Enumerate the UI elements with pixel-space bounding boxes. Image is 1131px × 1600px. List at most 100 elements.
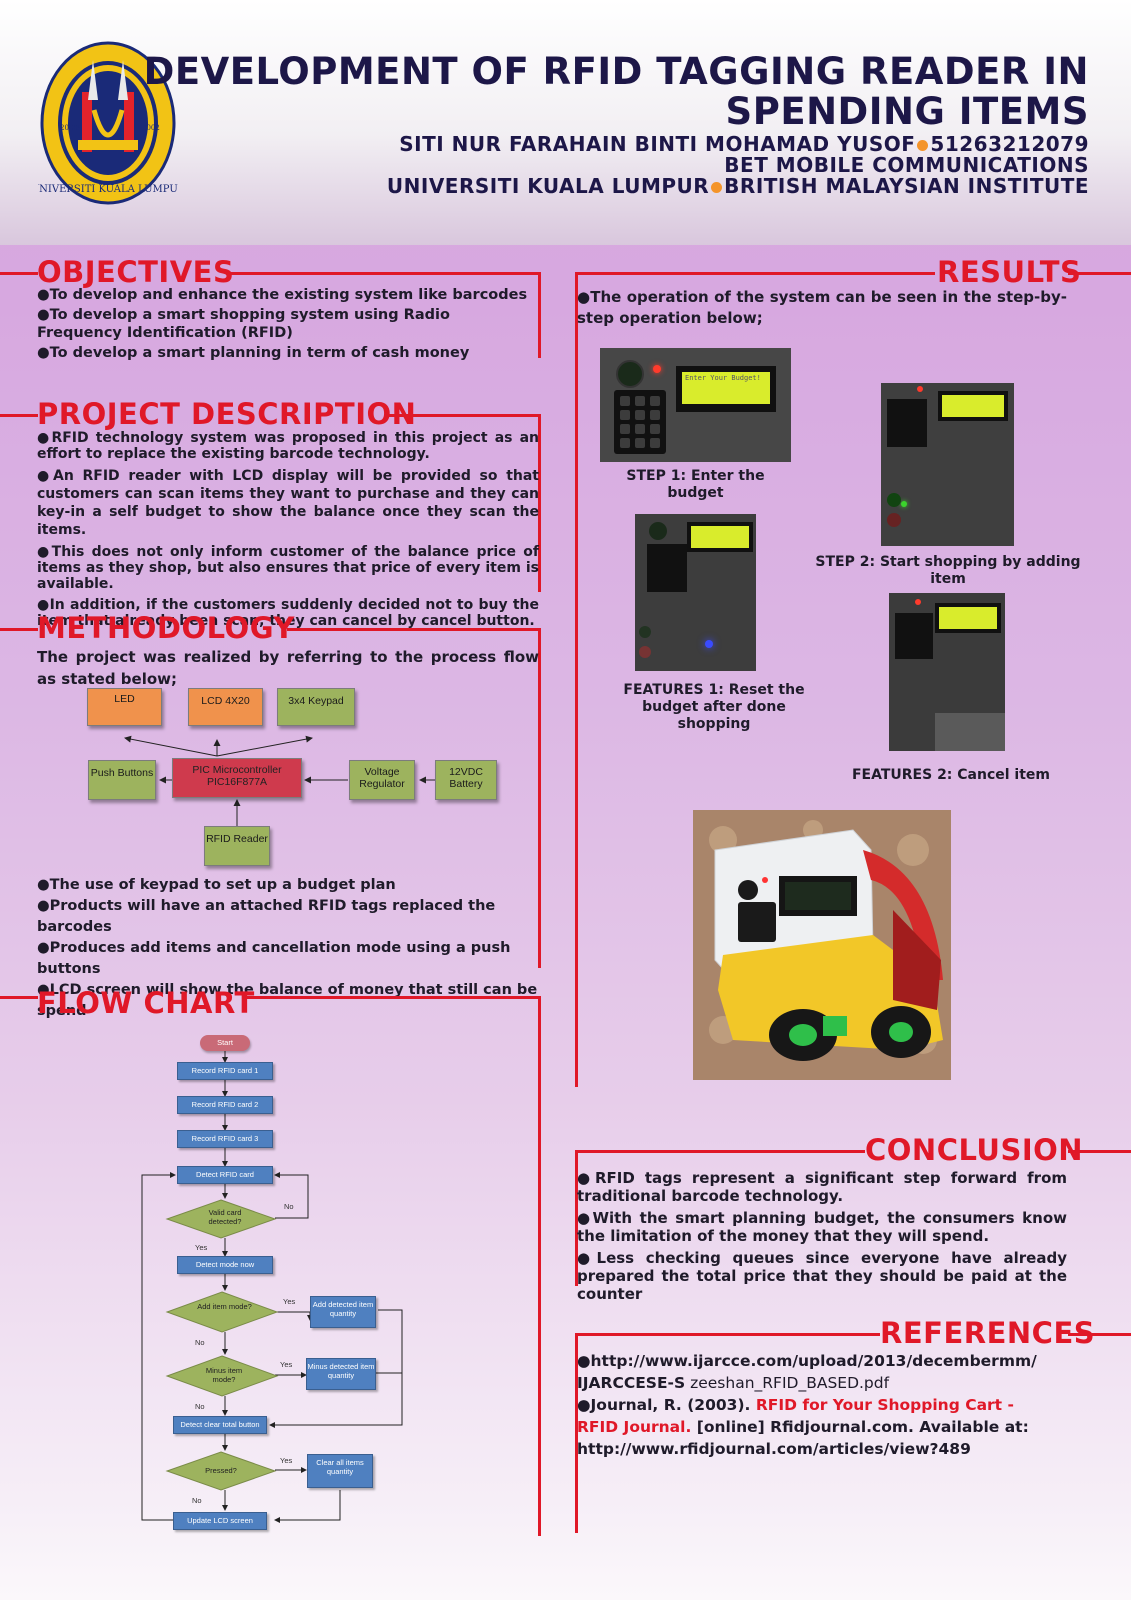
section-rule [0,272,38,275]
flow-record-card-3: Record RFID card 3 [177,1130,273,1148]
logo-year-right: 2002 [142,124,160,132]
list-item: ●Less checking queues since everyone hav… [577,1249,1067,1303]
flow-update-lcd: Update LCD screen [173,1512,267,1530]
flow-detect-mode: Detect mode now [177,1256,273,1274]
feature2-photo [889,593,1005,751]
button-icon [639,646,651,658]
flow-minus-decision [165,1355,279,1397]
led-icon [901,501,907,507]
unikl-logo: UNIVERSITI KUALA LUMPUR 20.08 2002 [38,41,178,205]
university-name: UNIVERSITI KUALA LUMPUR [386,174,710,198]
section-rule [538,628,541,968]
keypad-icon [887,399,927,447]
lcd-frame [935,603,1001,633]
section-rule [0,414,38,417]
references-heading: REFERENCES [880,1316,1096,1350]
lcd-frame: Enter Your Budget! [676,366,776,412]
lcd-screen [942,395,1004,417]
reference-2-author: ●Journal, R. (2003). [577,1396,756,1414]
section-rule [538,414,541,592]
methodology-intro: The project was realized by referring to… [37,648,539,688]
flow-start-label: Start [217,1038,233,1047]
poster-title-block: DEVELOPMENT OF RFID TAGGING READER IN SP… [144,52,1089,197]
flow-valid-label: Valid card detected? [208,1208,242,1226]
flow-no-label: No [195,1402,205,1411]
bullet-dot-icon [917,140,929,151]
flow-yes-label: Yes [280,1456,293,1465]
list-item: ●This does not only inform customer of t… [37,544,539,592]
button-icon [887,493,901,507]
reference-1-file: zeeshan_RFID_BASED.pdf [685,1374,890,1392]
author-name: SITI NUR FARAHAIN BINTI MOHAMAD YUSOF [399,132,916,156]
poster-title-line2: SPENDING ITEMS [725,90,1089,133]
section-rule [0,628,38,631]
section-rule [575,272,935,275]
step1-photo: Enter Your Budget! [600,348,791,462]
step2-caption: STEP 2: Start shopping by adding item [800,554,1096,588]
lcd-screen [939,607,997,629]
keypad-icon [895,613,933,659]
lcd-frame [687,522,753,552]
section-rule [243,996,541,999]
feature1-label: FEATURES 1: [623,682,724,698]
button-icon [649,522,667,540]
section-rule [287,628,541,631]
flow-add-decision [165,1291,279,1333]
reference-2: ●Journal, R. (2003). RFID for Your Shopp… [577,1394,1047,1460]
flow-clear-button: Detect clear total button [173,1416,267,1434]
voltage-regulator-block: Voltage Regulator [349,760,415,800]
author-line: SITI NUR FARAHAIN BINTI MOHAMAD YUSOF 512… [144,134,1089,155]
list-item: ●With the smart planning budget, the con… [577,1209,1067,1245]
flow-start-terminal: Start [200,1035,250,1051]
logo-year-left: 20.08 [60,124,80,132]
step2-text: Start shopping by adding item [879,554,1081,587]
flow-pressed-label: Pressed? [205,1466,237,1475]
references-list: ●http://www.ijarcce.com/upload/2013/dece… [577,1350,1047,1460]
section-rule [538,996,541,1536]
section-rule [384,414,541,417]
section-rule [575,1150,865,1153]
poster-title-line1: DEVELOPMENT OF RFID TAGGING READER IN [143,50,1089,93]
list-item: ●RFID technology system was proposed in … [37,430,539,462]
flow-yes-label: Yes [195,1243,208,1252]
project-description-heading: PROJECT DESCRIPTION [37,397,417,431]
flow-add-mode-label: Add item mode? [197,1302,252,1311]
lcd-screen: Enter Your Budget! [682,372,770,404]
section-rule [0,996,38,999]
led-block: LED [87,688,162,726]
results-intro: ●The operation of the system can be seen… [577,288,1067,327]
project-description-list: ●RFID technology system was proposed in … [37,430,539,629]
feature2-caption: FEATURES 2: Cancel item [848,767,1054,784]
block-diagram-arrows [124,735,435,826]
section-rule [1068,272,1131,275]
section-rule [575,1333,880,1336]
results-heading: RESULTS [937,255,1082,289]
feature1-text: Reset the budget after done shopping [642,682,805,732]
keypad-icon [647,544,687,592]
conclusion-heading: CONCLUSION [865,1133,1084,1167]
lcd-screen [691,526,749,548]
flow-pressed-decision [165,1451,277,1491]
list-item: ●The use of keypad to set up a budget pl… [37,877,396,893]
student-id: 51263212079 [930,132,1089,156]
conclusion-list: ●RFID tags represent a significant step … [577,1169,1067,1303]
flow-no-label: No [192,1496,202,1505]
list-item: ●In addition, if the customers suddenly … [37,597,539,629]
flow-minus-quantity: Minus detected item quantity [306,1358,376,1390]
lcd-frame [938,391,1008,421]
feature2-label: FEATURES 2: [851,767,953,783]
prototype-photo [693,810,951,1080]
led-icon [705,640,713,648]
list-item: ●To develop a smart planning in term of … [37,345,470,361]
logo-ring-text: UNIVERSITI KUALA LUMPUR [38,184,178,195]
lcd-text: Enter Your Budget! [685,374,761,382]
led-icon [915,599,921,605]
flow-add-quantity: Add detected item quantity [310,1296,376,1328]
flow-yes-label: Yes [283,1297,296,1306]
flow-chart-diagram [141,1050,403,1523]
section-rule [538,272,541,358]
button-icon [616,360,644,388]
reference-2-title[interactable]: RFID for Your Shopping Cart - RFID Journ… [577,1396,1014,1436]
objectives-list: ●To develop and enhance the existing sys… [37,286,532,362]
